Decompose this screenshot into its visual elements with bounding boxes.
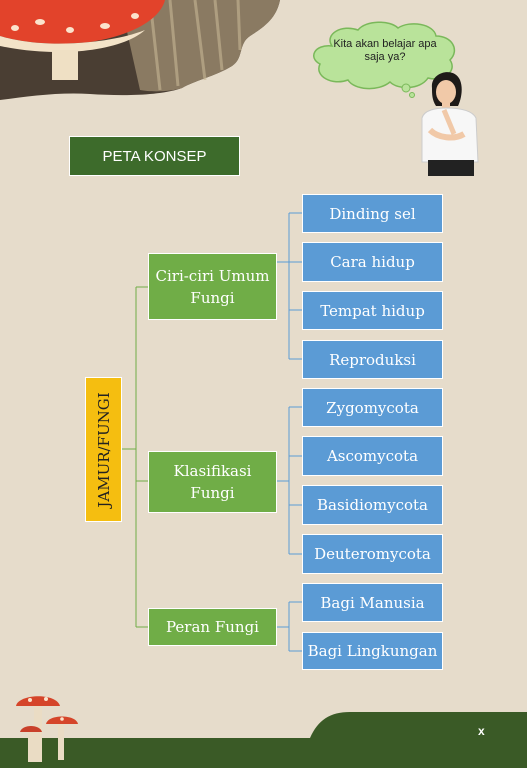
leaf-node-bagi-manusia: Bagi Manusia	[302, 583, 443, 622]
branch-node-ciri-ciri: Ciri-ciri Umum Fungi	[148, 253, 277, 320]
leaf-node-reproduksi: Reproduksi	[302, 340, 443, 379]
branch-node-peran: Peran Fungi	[148, 608, 277, 646]
ground-footer	[0, 712, 527, 768]
mushroom-photo	[0, 0, 280, 100]
leaf-node-cara-hidup: Cara hidup	[302, 242, 443, 282]
leaf-node-basidiomycota: Basidiomycota	[302, 485, 443, 525]
cloud-bubble-icon	[313, 21, 456, 98]
root-node: JAMUR/FUNGI	[85, 377, 122, 522]
speech-bubble-text: Kita akan belajar apa saja ya?	[333, 38, 437, 63]
leaf-node-ascomycota: Ascomycota	[302, 436, 443, 476]
thinking-person-image	[421, 72, 479, 176]
leaf-node-dinding-sel: Dinding sel	[302, 194, 443, 233]
leaf-node-zygomycota: Zygomycota	[302, 388, 443, 427]
concept-map-title: PETA KONSEP	[69, 136, 240, 176]
speech-bubble: Kita akan belajar apa saja ya?	[306, 20, 462, 100]
leaf-node-bagi-lingkungan: Bagi Lingkungan	[302, 632, 443, 670]
page-number: x	[478, 724, 485, 738]
branch-node-klasifikasi: Klasifikasi Fungi	[148, 451, 277, 513]
mushrooms-illustration	[16, 696, 78, 762]
leaf-node-tempat-hidup: Tempat hidup	[302, 291, 443, 330]
leaf-node-deuteromycota: Deuteromycota	[302, 534, 443, 574]
root-node-label: JAMUR/FUNGI	[94, 391, 113, 508]
